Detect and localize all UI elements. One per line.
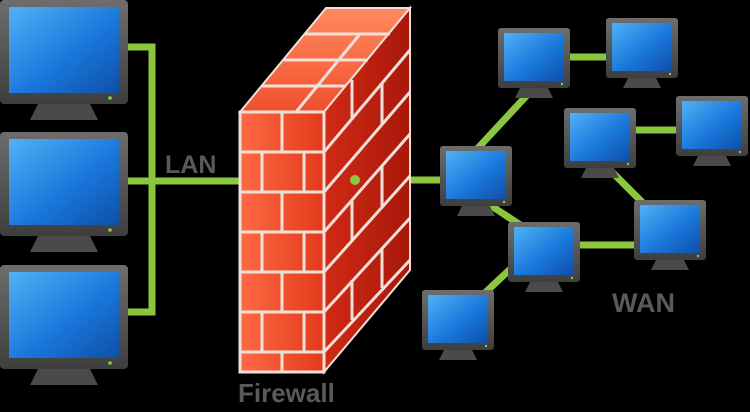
wan-label: WAN bbox=[612, 288, 675, 318]
wall-side-mortar bbox=[322, 49, 412, 354]
wan-monitor-2 bbox=[606, 18, 678, 88]
wan-monitor-5 bbox=[440, 146, 512, 216]
firewall-port bbox=[350, 175, 360, 185]
firewall-label: Firewall bbox=[238, 378, 335, 408]
wan-monitor-7 bbox=[508, 222, 580, 292]
wall-front bbox=[240, 112, 324, 372]
wan-monitor-8 bbox=[422, 290, 494, 360]
wall-top-mortar bbox=[262, 32, 390, 113]
wan-monitor-4 bbox=[676, 96, 748, 166]
lan-monitor-3 bbox=[0, 265, 128, 385]
wan-monitor-3 bbox=[564, 108, 636, 178]
lan-label: LAN bbox=[165, 151, 216, 179]
wan-link-1 bbox=[474, 88, 534, 152]
wall-front-mortar bbox=[238, 110, 326, 374]
wan-monitor-1 bbox=[498, 28, 570, 98]
wan-monitor-6 bbox=[634, 200, 706, 270]
brick-wall-icon bbox=[237, 5, 413, 375]
lan-monitor-2 bbox=[0, 132, 128, 252]
lan-monitor-1 bbox=[0, 0, 128, 120]
